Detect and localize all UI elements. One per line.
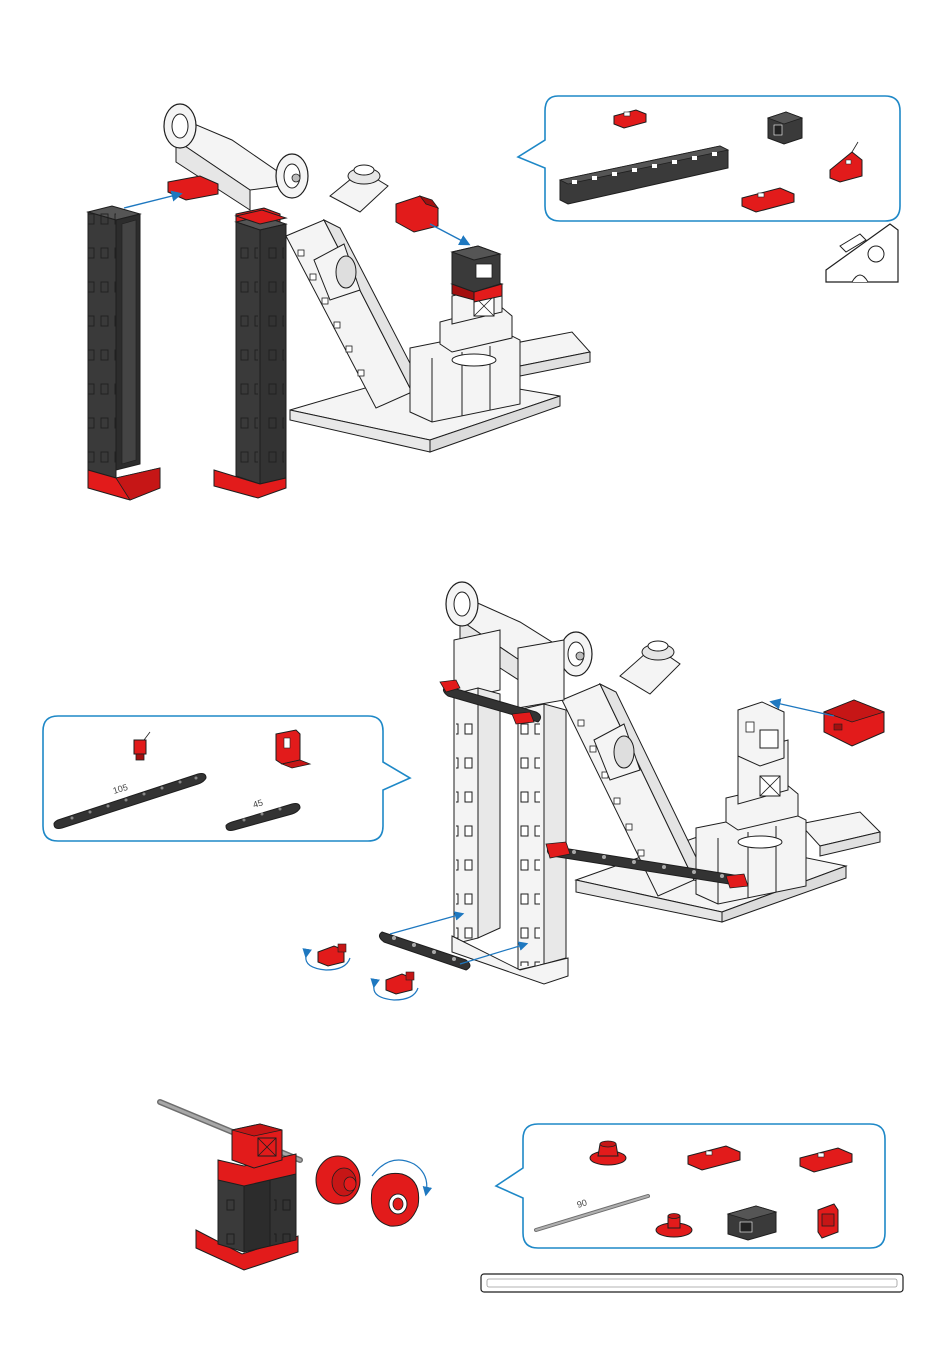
step-1-diagonal-strut	[286, 220, 428, 408]
step-1-red-wedge-part	[396, 196, 438, 232]
step-1-parts-callout	[518, 96, 900, 221]
step-3-parts-callout: 90	[496, 1124, 885, 1248]
step-2-red-joint-piece-1	[318, 944, 346, 966]
step-1-left-black-column	[88, 206, 160, 500]
red-building-block-cube-icon	[818, 1204, 838, 1238]
step-3-hub-nut-part	[371, 1173, 418, 1226]
step-2-red-bracket-part	[824, 700, 884, 746]
step-1-right-tower	[410, 246, 520, 422]
step-1-top-beam	[164, 104, 308, 232]
step-2-parts-callout: 105 45	[43, 716, 410, 841]
insert-arrow-icon	[430, 224, 468, 244]
step-2-red-joint-piece-2	[386, 972, 414, 994]
step-1-right-black-column	[214, 210, 286, 498]
step-3-hub-part	[316, 1156, 360, 1204]
step-2-top-beam	[446, 582, 592, 708]
step-2-white-columns	[452, 688, 568, 984]
insert-arrow-icon	[124, 194, 180, 208]
step-3-block-stack	[196, 1124, 298, 1270]
length-gauge-bar	[481, 1274, 903, 1292]
step-3: 90	[160, 1102, 903, 1292]
step-1	[88, 96, 900, 500]
insert-arrow-icon	[390, 914, 462, 934]
black-building-block-cube-icon	[768, 112, 802, 144]
step-2: 105 45	[43, 582, 884, 1000]
wedge-outline-icon	[826, 224, 898, 282]
